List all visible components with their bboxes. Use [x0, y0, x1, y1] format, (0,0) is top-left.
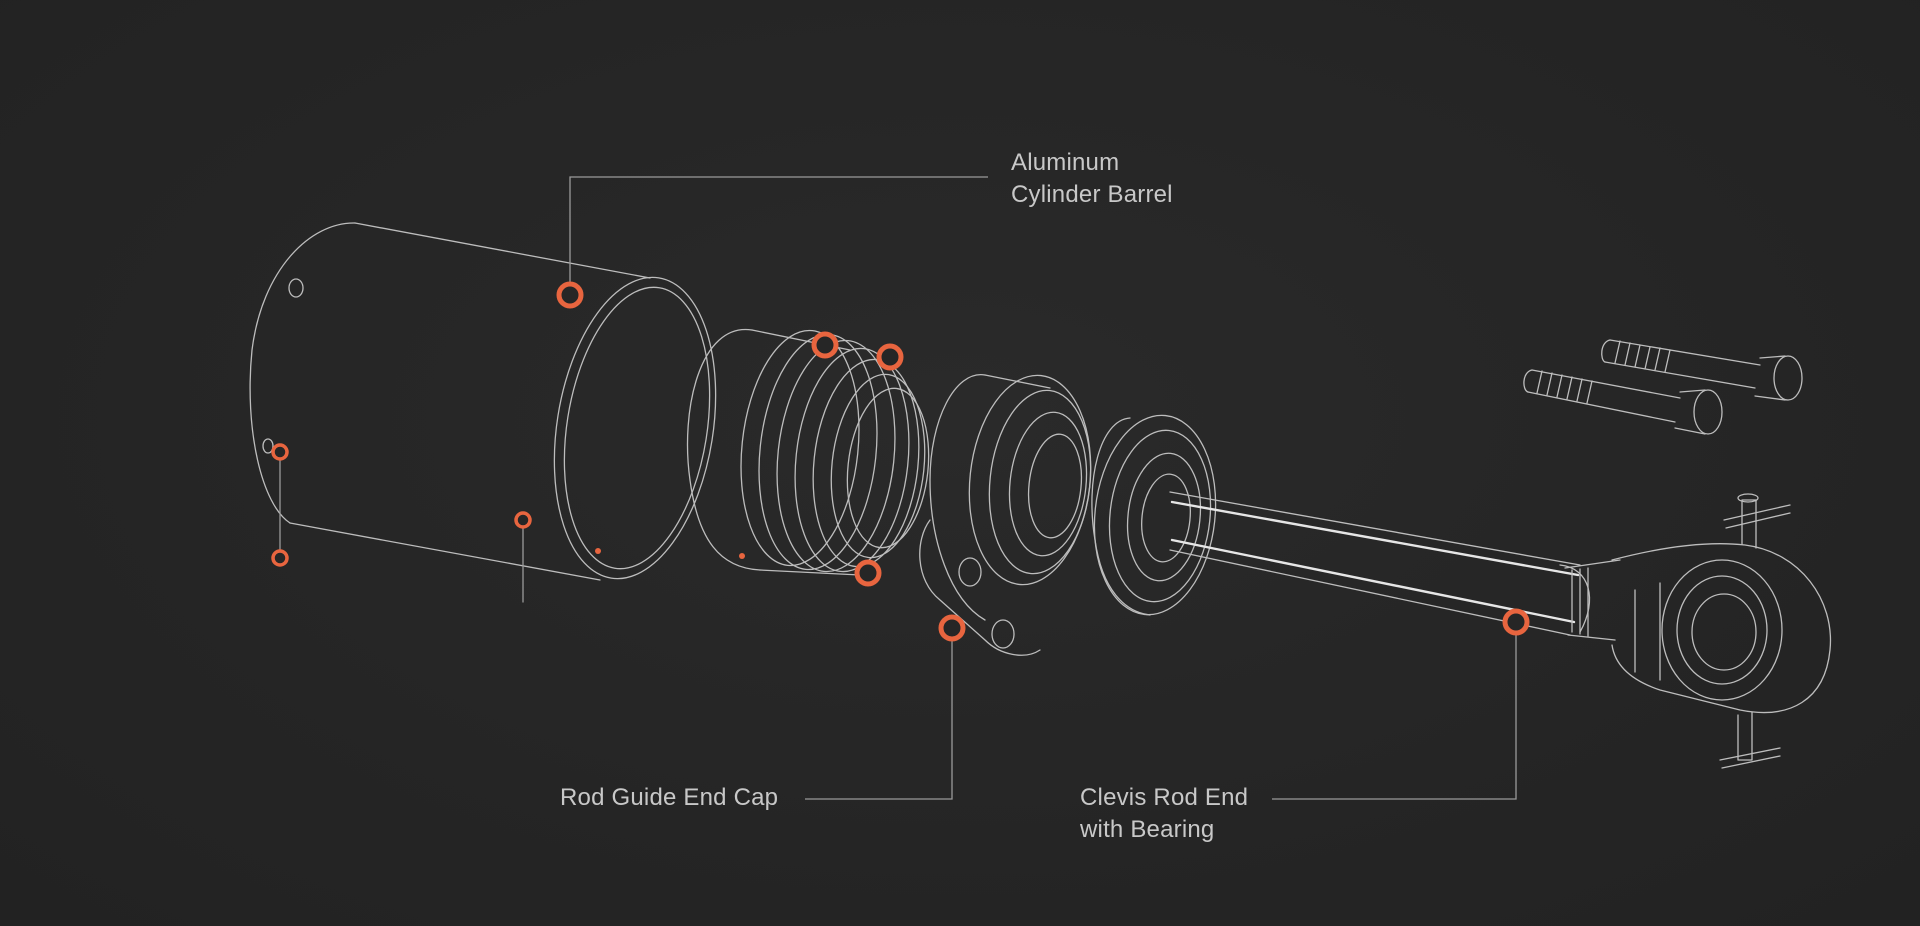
- marker-dot-2: [739, 553, 745, 559]
- callout-aluminum-cylinder-barrel: Aluminum Cylinder Barrel: [1011, 147, 1173, 211]
- rod-guide-end-cap: [920, 369, 1101, 655]
- marker-seal-2: [876, 343, 904, 371]
- piston-rod: [1170, 492, 1620, 640]
- marker-seal-1: [811, 331, 839, 359]
- leader-line-clevis: [1272, 622, 1517, 800]
- marker-end-cap: [938, 614, 966, 642]
- callout-rod-guide-end-cap: Rod Guide End Cap: [560, 782, 778, 814]
- cylinder-barrel: [250, 223, 736, 602]
- callout-barrel-line2: Cylinder Barrel: [1011, 181, 1173, 208]
- marker-dot-1: [595, 548, 601, 554]
- marker-clevis: [1502, 608, 1530, 636]
- marker-barrel-hole-1: [271, 443, 289, 461]
- clevis-rod-end: [1612, 494, 1830, 768]
- callout-barrel-line1: Aluminum: [1011, 149, 1120, 176]
- mounting-bolt-2: [1524, 370, 1722, 434]
- callout-clevis-line2: with Bearing: [1080, 816, 1215, 843]
- marker-barrel-hole-3: [514, 511, 532, 529]
- rod-bearing: [1085, 409, 1225, 620]
- marker-seal-3: [854, 559, 882, 587]
- marker-barrel-hole-2: [271, 549, 289, 567]
- callout-end-cap-line1: Rod Guide End Cap: [560, 784, 779, 811]
- callout-clevis-line1: Clevis Rod End: [1080, 784, 1249, 811]
- mounting-bolt-1: [1602, 340, 1802, 400]
- callout-clevis-rod-end: Clevis Rod End with Bearing: [1080, 782, 1248, 846]
- marker-barrel: [556, 281, 584, 309]
- leader-line-barrel: [569, 176, 988, 295]
- leader-line-end-cap: [805, 628, 953, 800]
